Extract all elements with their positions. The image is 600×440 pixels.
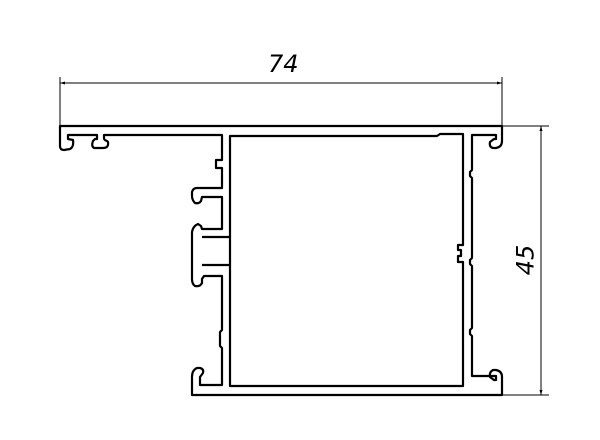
height-dimension-label: 45: [511, 244, 540, 276]
center-slot-bar: [202, 235, 230, 267]
profile-outer-contour: [58, 124, 504, 397]
profile-inner-chamber: [228, 132, 465, 388]
width-dimension-label: 74: [268, 50, 299, 78]
